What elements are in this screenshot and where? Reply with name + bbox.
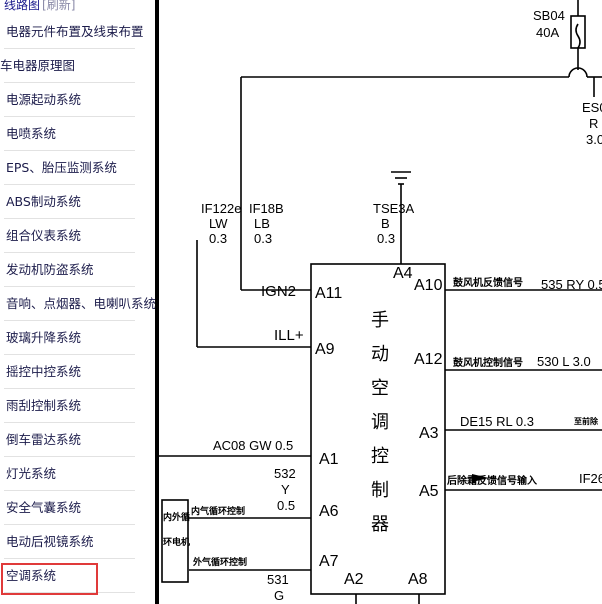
label-a3-note: 至前除 (574, 416, 599, 426)
sidebar-item[interactable]: 雨刮控制系统 (0, 389, 155, 423)
pin-a3: A3 (419, 425, 439, 442)
label-a3-wire: DE15 RL 0.3 (460, 414, 534, 429)
diagram-svg: SB04 40A ES0 R 3.0 IF122e LW 0.3 IF18B L… (159, 0, 602, 604)
label-a12-signal: 鼓风机控制信号 (453, 356, 523, 369)
sidebar-item-label: 电喷系统 (6, 126, 57, 141)
pin-a5: A5 (419, 483, 439, 500)
sidebar-item[interactable]: 玻璃升降系统 (0, 321, 155, 355)
label-a10-wire: 535 RY 0.5 (541, 277, 602, 292)
es-label-3: 3.0 (586, 132, 602, 147)
wire-tse3a-color: B (381, 216, 390, 231)
motor-inner-label: 内气循环控制 (191, 505, 245, 516)
es-label-2: R (589, 116, 598, 131)
sidebar-item-label: 空调系统 (6, 568, 57, 583)
controller-title-7: 器 (371, 514, 389, 534)
pin-a4: A4 (393, 265, 413, 282)
sidebar-item[interactable]: 组合仪表系统 (0, 219, 155, 253)
sidebar-item-label: 灯光系统 (6, 466, 57, 481)
controller-title-5: 控 (371, 446, 389, 466)
wire-tse3a-code: TSE3A (373, 201, 415, 216)
pin-a1: A1 (319, 451, 339, 468)
sidebar-item-label: 电源起动系统 (6, 92, 82, 107)
label-a5-wire: IF26 (579, 471, 602, 486)
sidebar-item[interactable]: 电动后视镜系统 (0, 525, 155, 559)
label-ill: ILL+ (274, 327, 304, 344)
sidebar-item-label: 车电器原理图 (0, 58, 76, 73)
wire-if122e-size: 0.3 (209, 231, 227, 246)
sidebar-item-label: 组合仪表系统 (6, 228, 82, 243)
motor-label-1: 内外循 (163, 511, 190, 522)
sidebar-header: 线路图[刷新] (0, 0, 155, 16)
sidebar-item[interactable]: 电源起动系统 (0, 83, 155, 117)
pin-a8: A8 (408, 571, 428, 588)
sidebar-title: 线路图 (4, 0, 41, 12)
sidebar-item-label: 电器元件布置及线束布置 (6, 24, 144, 39)
sidebar-item-label: 摇控中控系统 (6, 364, 82, 379)
sidebar-item-label: ABS制动系统 (6, 194, 81, 209)
es-label-1: ES0 (582, 100, 602, 115)
label-ac08: AC08 GW 0.5 (213, 438, 293, 453)
fuse-rating: 40A (536, 25, 559, 40)
sidebar-item[interactable]: 电器元件布置及线束布置 (0, 15, 155, 49)
controller-title-6: 制 (371, 480, 389, 500)
sidebar-item-label: EPS、胎压监测系统 (6, 160, 117, 175)
controller-title-2: 动 (371, 344, 389, 364)
wire-if122e-color: LW (209, 216, 228, 231)
controller-title-4: 调 (371, 412, 389, 432)
sidebar-item-label: 雨刮控制系统 (6, 398, 82, 413)
sidebar-item[interactable]: 电喷系统 (0, 117, 155, 151)
motor-label-2: 环电机 (163, 536, 190, 547)
wire-if18b-color: LB (254, 216, 270, 231)
sidebar-item-label: 倒车雷达系统 (6, 432, 82, 447)
label-a12-wire: 530 L 3.0 (537, 354, 591, 369)
wire-if122e-code: IF122e (201, 201, 241, 216)
sidebar-item[interactable]: 车电器原理图 (0, 49, 155, 83)
sidebar-item[interactable]: 安全气囊系统 (0, 491, 155, 525)
wiring-diagram: SB04 40A ES0 R 3.0 IF122e LW 0.3 IF18B L… (159, 0, 602, 604)
frame-splitter[interactable] (155, 0, 159, 604)
motor-outer-label: 外气循环控制 (192, 556, 247, 567)
controller-title-3: 空 (371, 378, 389, 398)
sidebar-item[interactable]: 摇控中控系统 (0, 355, 155, 389)
sidebar-item-label: 发动机防盗系统 (6, 262, 94, 277)
sidebar-item[interactable]: 音响、点烟器、电喇叭系统 (0, 287, 155, 321)
wire-tse3a-size: 0.3 (377, 231, 395, 246)
refresh-link[interactable]: [刷新] (42, 0, 76, 12)
sidebar-item-label: 安全气囊系统 (6, 500, 82, 515)
selected-item-highlight (1, 563, 98, 595)
sidebar-item-label: 音响、点烟器、电喇叭系统 (6, 296, 155, 311)
label-532-size: 0.5 (277, 498, 295, 513)
label-a10-signal: 鼓风机反馈信号 (453, 276, 523, 289)
label-532-color: Y (281, 482, 290, 497)
label-531-color: G (274, 588, 284, 603)
sidebar-item[interactable]: 空调系统 (0, 559, 155, 593)
controller-title-1: 手 (371, 310, 389, 330)
label-532-code: 532 (274, 466, 296, 481)
pin-a11: A11 (315, 285, 342, 302)
sidebar-item[interactable]: EPS、胎压监测系统 (0, 151, 155, 185)
sidebar-item[interactable]: ABS制动系统 (0, 185, 155, 219)
wire-if18b-size: 0.3 (254, 231, 272, 246)
sidebar-item-label: 玻璃升降系统 (6, 330, 82, 345)
sidebar-item[interactable]: 发动机防盗系统 (0, 253, 155, 287)
label-a5-signal: 后除霜反馈信号输入 (447, 474, 537, 487)
label-ign2: IGN2 (261, 283, 296, 300)
pin-a2: A2 (344, 571, 364, 588)
fuse-name: SB04 (533, 8, 565, 23)
pin-a6: A6 (319, 503, 339, 520)
sidebar-item[interactable]: 倒车雷达系统 (0, 423, 155, 457)
sidebar-item[interactable]: 灯光系统 (0, 457, 155, 491)
label-531-code: 531 (267, 572, 289, 587)
pin-a12: A12 (414, 351, 443, 368)
pin-a10: A10 (414, 277, 443, 294)
sidebar-item-label: 电动后视镜系统 (6, 534, 94, 549)
pin-a9: A9 (315, 341, 335, 358)
sidebar-nav: 线路图[刷新] 电器元件布置及线束布置车电器原理图电源起动系统电喷系统 EPS、胎… (0, 0, 155, 604)
pin-a7: A7 (319, 553, 339, 570)
wire-if18b-code: IF18B (249, 201, 284, 216)
